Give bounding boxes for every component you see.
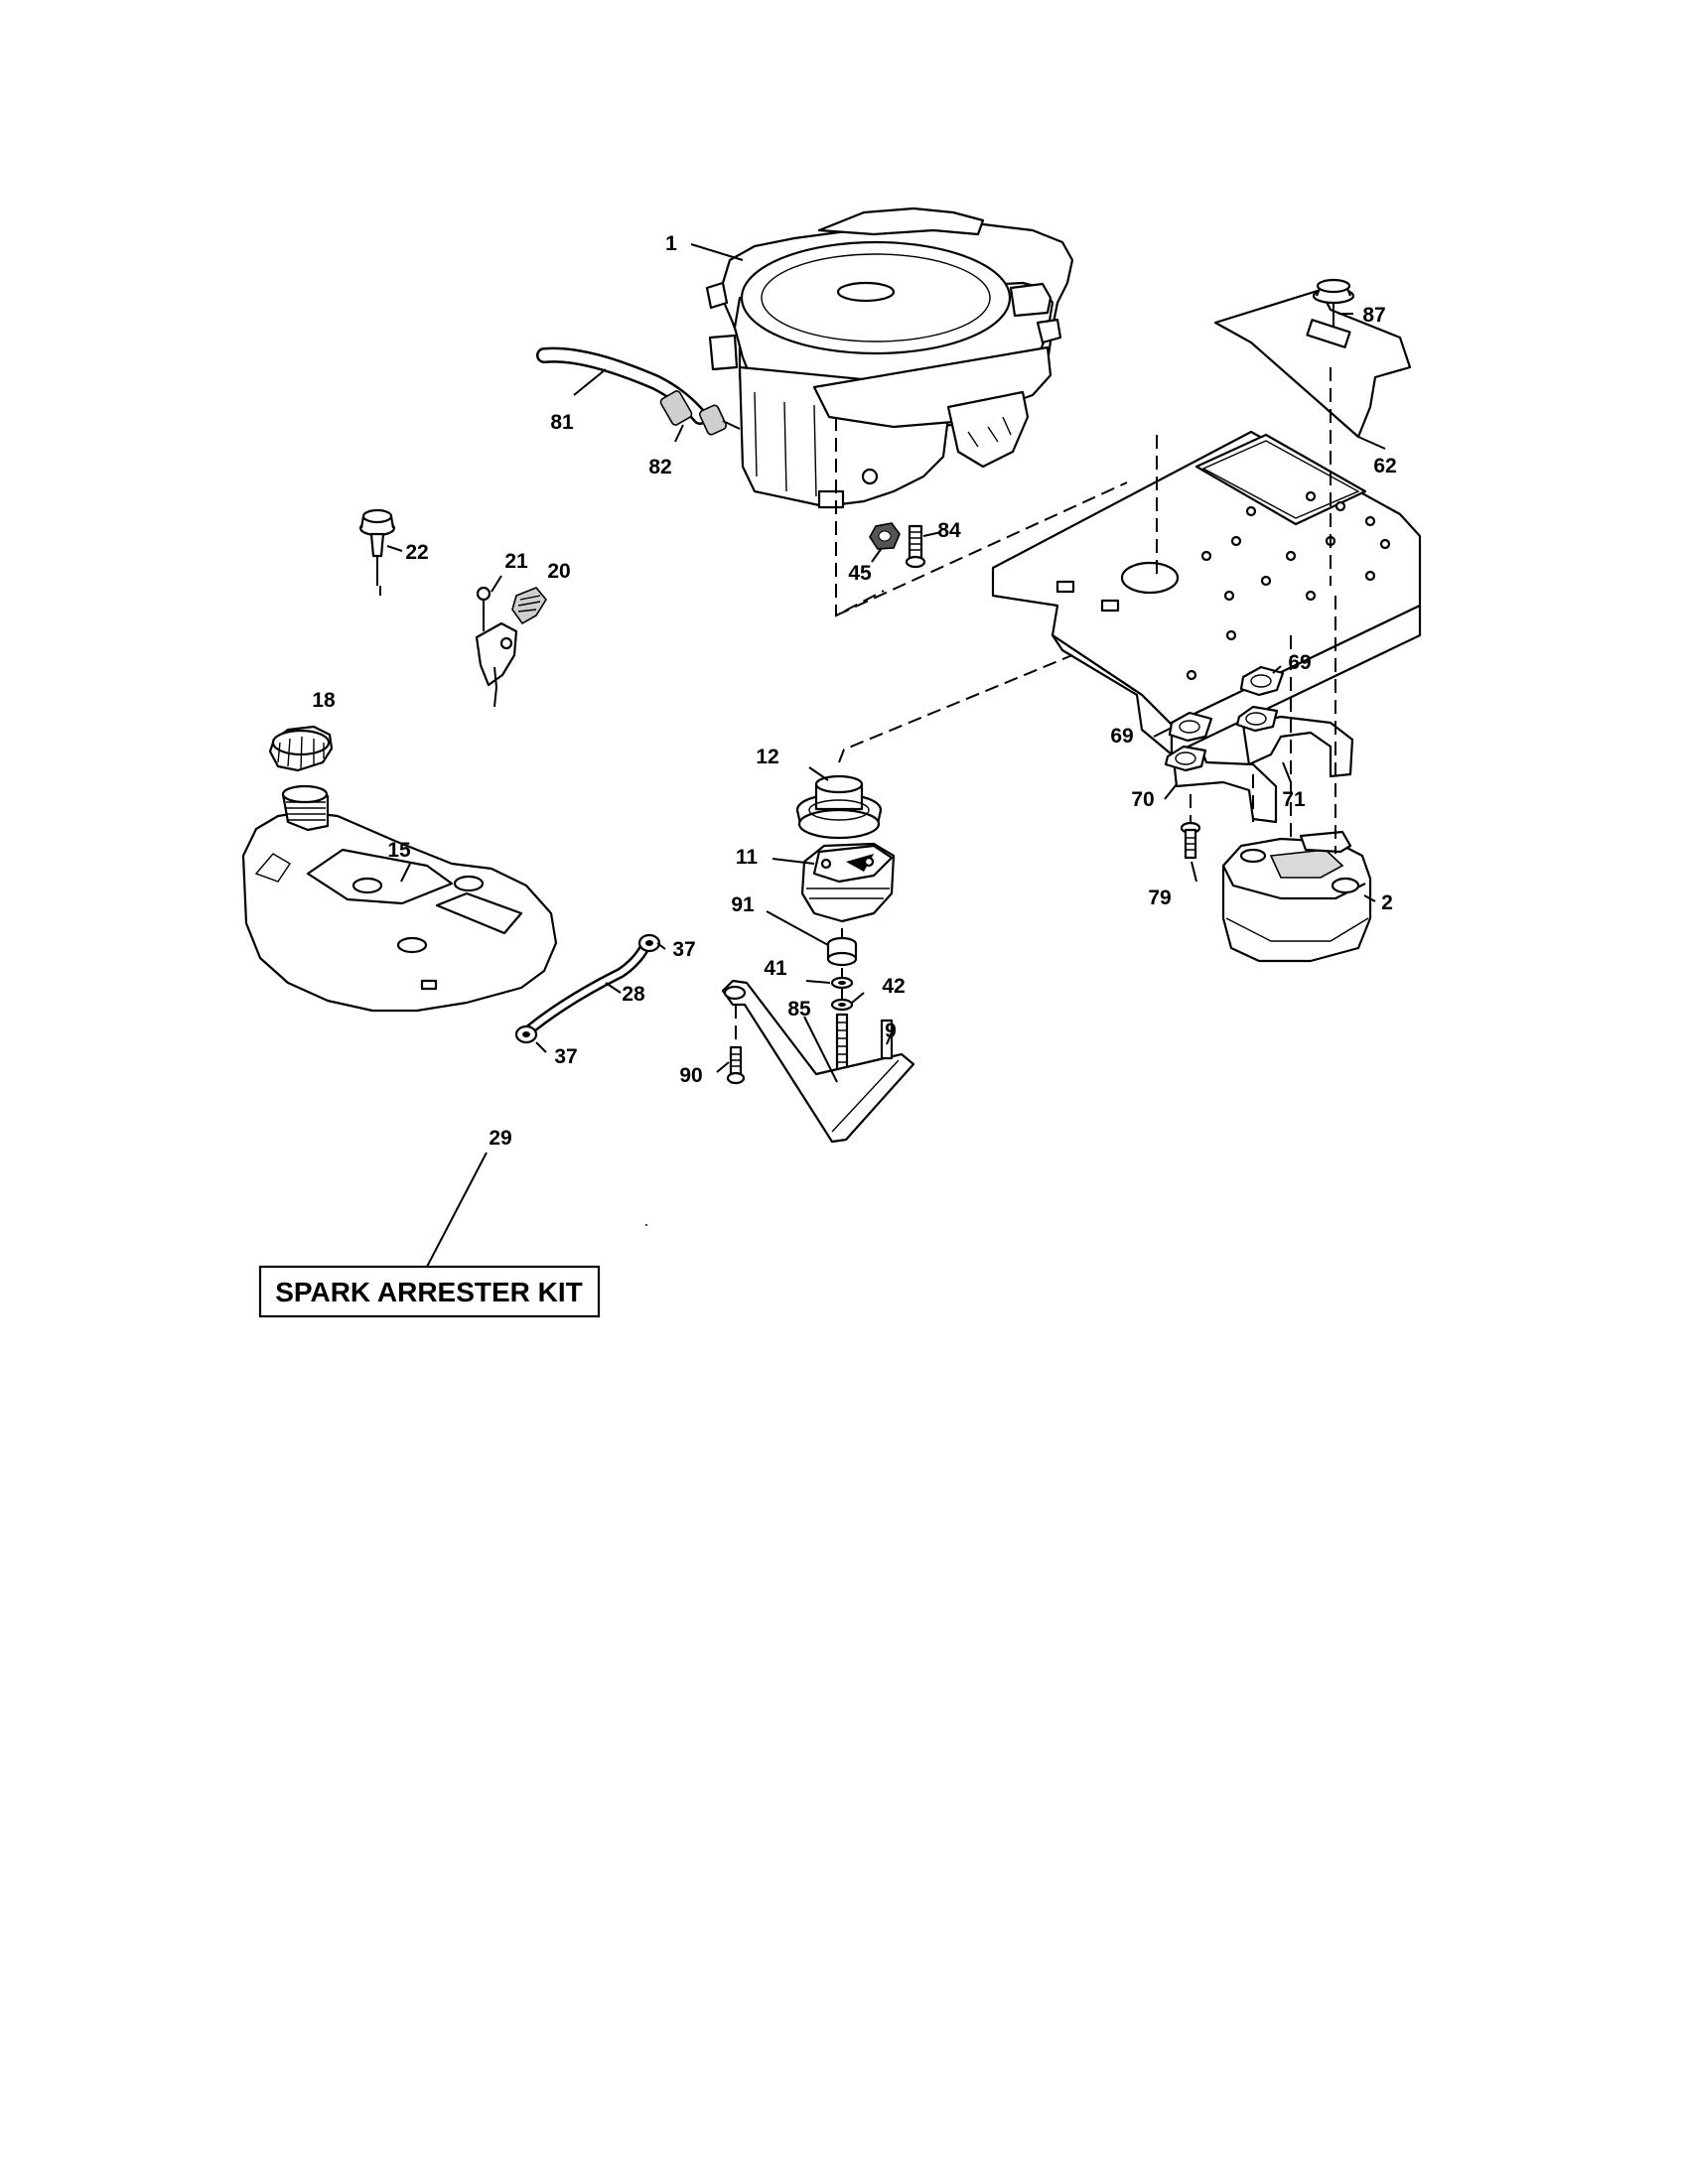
callout-37-clamp-upper: 37 xyxy=(672,938,695,961)
fuel-filter-82-part xyxy=(659,390,741,436)
callout-20-control: 20 xyxy=(547,560,570,583)
callout-84-bolt: 84 xyxy=(937,519,961,542)
callout-82-fuel-filter: 82 xyxy=(648,456,671,478)
fuel-tank-15-part xyxy=(241,784,558,1013)
spark-arrester-kit-label: SPARK ARRESTER KIT xyxy=(275,1277,583,1307)
callout-79-bolt: 79 xyxy=(1148,887,1171,909)
callout-11-clutch: 11 xyxy=(736,846,759,869)
exhaust-pipe-71-part xyxy=(1235,705,1354,778)
callout-1-engine: 1 xyxy=(665,232,677,255)
gasket-69-left-part xyxy=(1168,711,1213,743)
fuel-line-81-part xyxy=(536,346,708,425)
spacer-91-part xyxy=(826,936,858,967)
leader-lines xyxy=(386,243,1386,1268)
callout-62-heat-shield: 62 xyxy=(1373,455,1396,478)
callout-labels: 1 87 81 82 62 22 84 45 21 20 69 18 69 12… xyxy=(312,232,1396,1150)
callout-9-bracket: 9 xyxy=(885,1020,897,1042)
nut-45-part xyxy=(869,522,901,550)
callout-91-spacer: 91 xyxy=(731,893,755,916)
clamp-37-upper-part xyxy=(637,933,661,953)
alignment-lines xyxy=(379,367,1336,1044)
muffler-2-part xyxy=(1221,830,1372,963)
callout-18-fuel-cap: 18 xyxy=(312,689,336,712)
frame-part xyxy=(991,430,1422,756)
bracket-9-part xyxy=(721,979,915,1144)
callout-81-fuel-line: 81 xyxy=(550,411,574,434)
fuel-line-28-part xyxy=(520,939,651,1038)
exhaust-pipe-70-part xyxy=(1164,745,1278,824)
callout-37-clamp-lower: 37 xyxy=(554,1045,577,1068)
callout-15-fuel-tank: 15 xyxy=(387,839,411,862)
fuel-cap-18-part xyxy=(268,725,334,772)
engine-part xyxy=(705,206,1074,509)
callout-87-knob: 87 xyxy=(1362,304,1385,327)
callout-71-exhaust-pipe: 71 xyxy=(1282,788,1306,811)
callout-42-washer: 42 xyxy=(882,975,905,998)
gasket-69-right-part xyxy=(1239,665,1285,697)
spark-arrester-kit-box: SPARK ARRESTER KIT xyxy=(258,1265,601,1318)
control-20-part xyxy=(475,586,547,708)
bolt-90-part xyxy=(726,1045,746,1085)
callout-21-screw: 21 xyxy=(504,550,528,573)
knob-22-part xyxy=(358,508,396,586)
callout-12-pulley: 12 xyxy=(756,746,778,768)
callout-22-knob: 22 xyxy=(405,541,428,564)
washer-41-part xyxy=(830,976,854,990)
bolt-79-part xyxy=(1180,821,1201,860)
callout-69-gasket-left: 69 xyxy=(1110,725,1133,748)
callout-29-kit: 29 xyxy=(489,1127,511,1150)
washer-42-part xyxy=(830,998,854,1012)
callout-41-washer: 41 xyxy=(764,957,787,980)
stray-dot xyxy=(645,1224,647,1226)
callout-90-bolt: 90 xyxy=(679,1064,702,1087)
clutch-11-part xyxy=(800,842,896,923)
callout-28-fuel-line: 28 xyxy=(622,983,645,1006)
bolt-84-part xyxy=(905,524,926,569)
clamp-37-lower-part xyxy=(514,1024,538,1044)
callout-69-gasket-right: 69 xyxy=(1288,651,1311,674)
pulley-12-part xyxy=(795,774,883,840)
callout-85-bolt: 85 xyxy=(787,998,811,1021)
callout-2-muffler: 2 xyxy=(1381,891,1393,914)
callout-45-nut: 45 xyxy=(848,562,872,585)
callout-70-exhaust-pipe: 70 xyxy=(1131,788,1154,811)
knob-87-part xyxy=(1312,278,1355,328)
